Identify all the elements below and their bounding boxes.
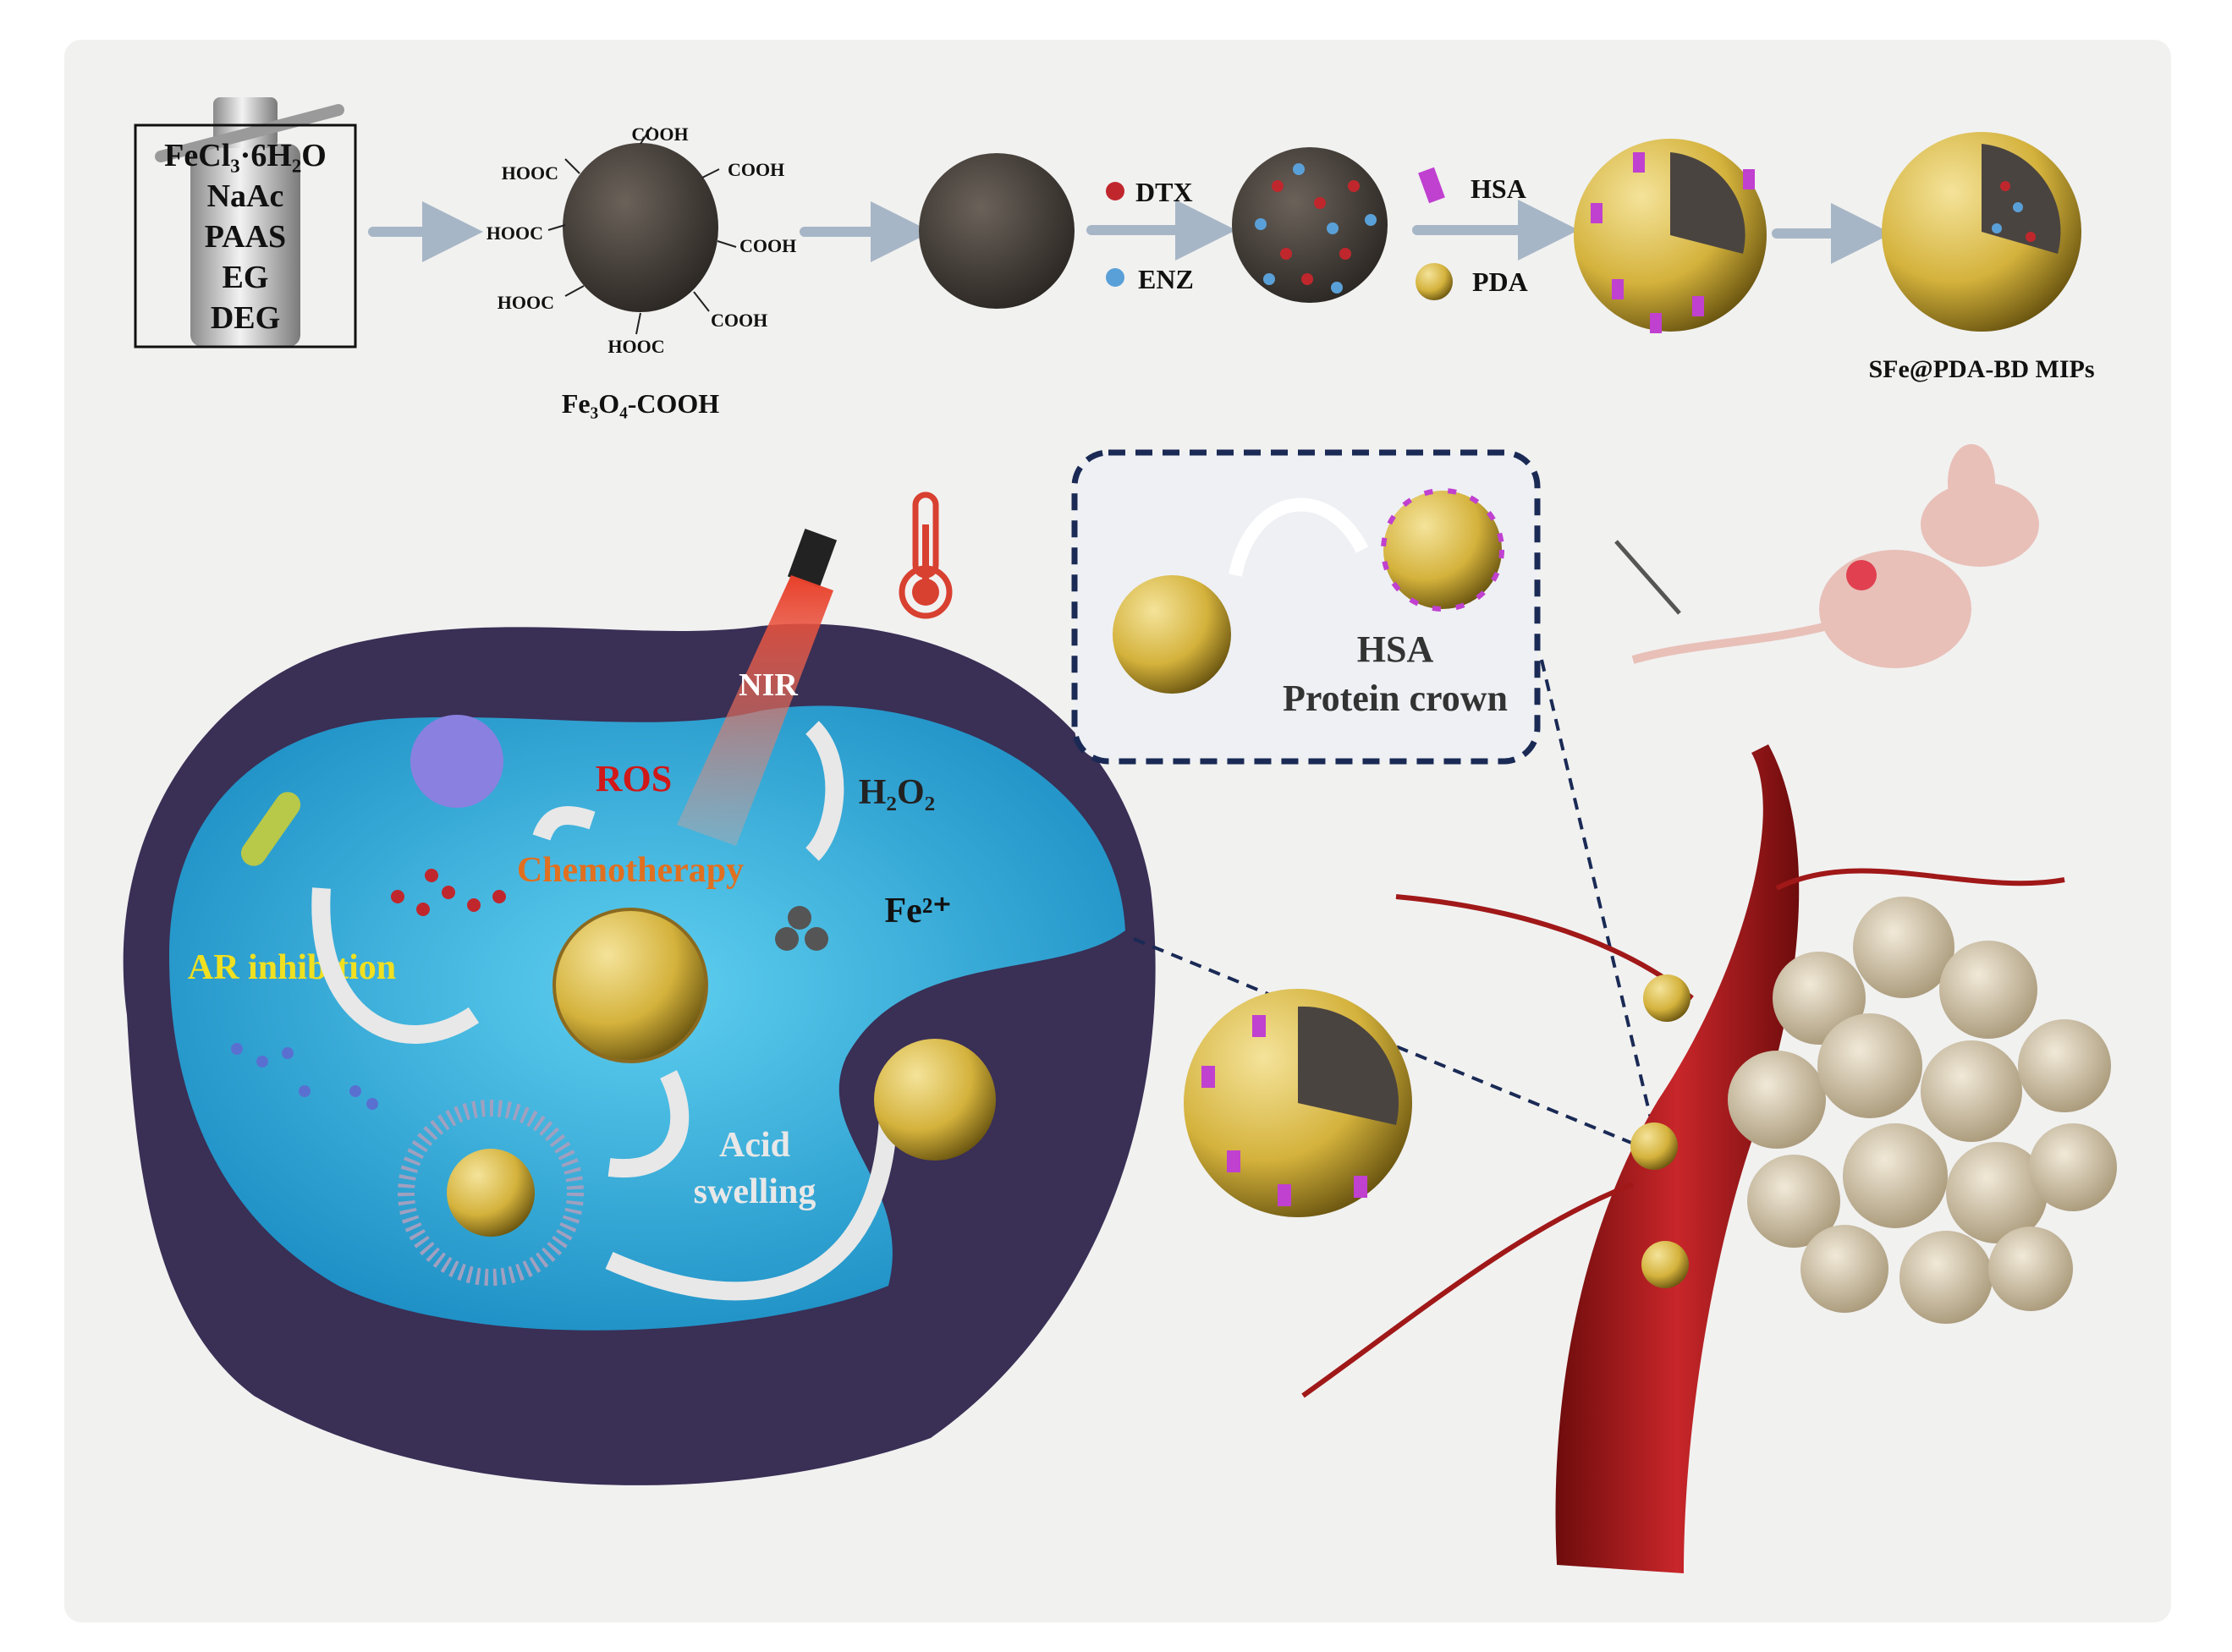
autoclave (155, 97, 344, 347)
endosome (398, 1100, 584, 1286)
sfe-pda-bd-mips-particle (1882, 132, 2081, 332)
tumor-cluster (1728, 897, 2117, 1324)
drug-loaded-particle (1232, 147, 1388, 303)
process-arrows (368, 200, 1892, 264)
nir-label: NIR (739, 667, 798, 703)
acid-label: Acid (719, 1126, 790, 1165)
group-label: HOOC (487, 222, 543, 244)
group-label: COOH (739, 235, 796, 256)
protein-crown-label: Protein crown (1283, 678, 1508, 719)
fe3o4-cooh-label: Fe₃O₄-COOH (562, 388, 719, 419)
hsa-protein-icon (1418, 167, 1445, 204)
pda-legend-label: PDA (1472, 266, 1528, 297)
vessel-nanoparticles (1630, 974, 1690, 1288)
entering-particle (874, 1039, 996, 1161)
group-label: HOOC (502, 162, 558, 184)
group-label: COOH (631, 123, 688, 145)
enz-molecules (231, 1043, 378, 1110)
nir-beam (677, 575, 833, 846)
porous-fe3o4-particle (919, 153, 1075, 309)
ros-label: ROS (596, 758, 672, 799)
fe3o4-cooh-particle: COOH COOH COOH COOH HOOC HOOC HOOC HOOC (487, 123, 796, 357)
particle-before-corona (1113, 575, 1231, 694)
h2o2-label: H₂O₂ (859, 773, 936, 812)
hsa-crown-label: HSA (1357, 628, 1434, 670)
zoomed-nanoparticle (1184, 989, 1412, 1217)
curved-arrow-icon (1229, 497, 1369, 577)
nucleus (410, 715, 503, 808)
mitochondrion (240, 792, 301, 866)
swollen-mesh-particle (553, 908, 708, 1063)
reagent-box (134, 123, 357, 349)
dtx-molecules (391, 869, 506, 916)
zoom-connector-lines (1133, 659, 1660, 1152)
product-label: SFe@PDA-BD MIPs (1868, 355, 2094, 383)
swelling-label: swelling (694, 1172, 816, 1211)
group-label: COOH (728, 159, 784, 180)
particle-with-corona (1381, 488, 1504, 612)
chemotherapy-label: Chemotherapy (517, 851, 744, 890)
ar-inhibition-label: AR inhibition (188, 948, 396, 987)
thermometer-icon (899, 491, 953, 619)
internalized-particle (447, 1149, 535, 1237)
fe2-label: Fe²⁺ (884, 892, 951, 930)
pda-icon (1416, 263, 1453, 300)
cycle-arrows (311, 721, 898, 1301)
reagent-fecl3: FeCl₃·6H₂O (164, 138, 327, 173)
hsa-legend-label: HSA (1471, 173, 1526, 204)
reagent-deg: DEG (211, 300, 280, 336)
group-label: HOOC (498, 292, 554, 313)
group-label: COOH (711, 310, 767, 331)
cell-organelles (231, 715, 828, 1110)
hsa-templated-gold-particle (1574, 139, 1767, 333)
reagent-paas: PAAS (205, 219, 286, 255)
reagent-eg: EG (223, 260, 269, 295)
tumor-site (1846, 560, 1877, 590)
dtx-legend-label: DTX (1135, 177, 1193, 207)
fe-hexagons (775, 906, 828, 951)
nude-mouse (1631, 444, 2039, 668)
enz-dot-icon (1106, 268, 1124, 287)
group-label: HOOC (607, 336, 664, 357)
enz-legend-label: ENZ (1138, 264, 1194, 294)
dtx-dot-icon (1106, 182, 1124, 200)
reagent-naac: NaAc (207, 178, 284, 214)
blood-vessel (1555, 744, 1800, 1573)
syringe-icon (1614, 540, 1681, 615)
capillaries (1301, 868, 2065, 1398)
laser-emitter (787, 528, 838, 589)
